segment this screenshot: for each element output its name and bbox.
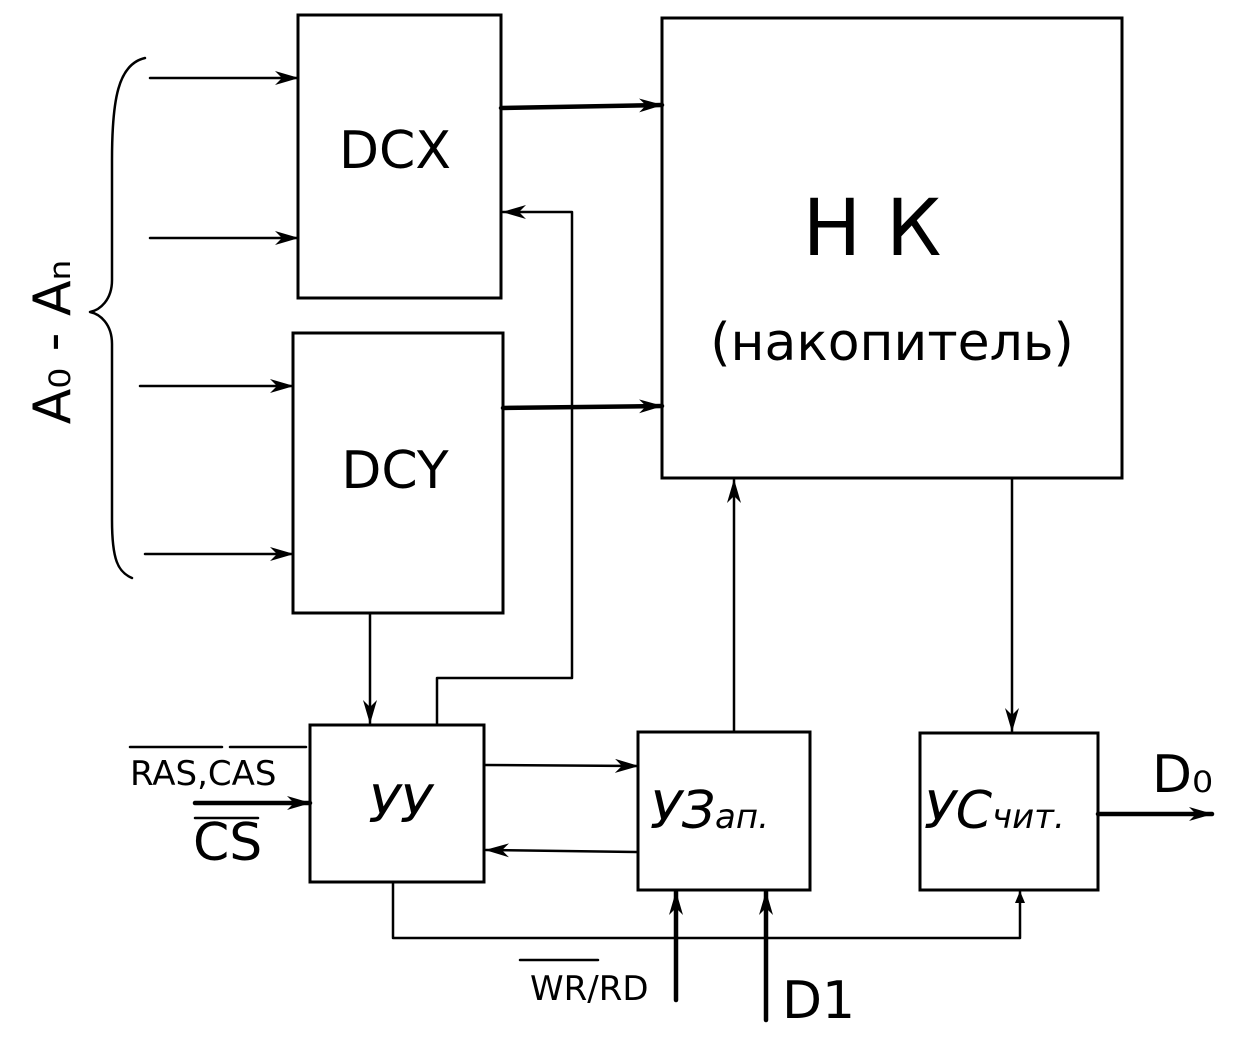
dcy-block: [291, 331, 505, 615]
nk-label: Н К: [803, 184, 942, 274]
uschit-label: УСчит.: [924, 781, 1065, 841]
cs-label: CS: [193, 813, 262, 873]
cas-label: CAS: [208, 754, 277, 794]
uzap-label: УЗап.: [650, 781, 769, 841]
ras-cas-label: RAS,CAS: [130, 754, 277, 794]
uu-to-dcx-line: [435, 205, 574, 727]
uzap-label-suffix: ап.: [715, 797, 769, 837]
wr-label: WR: [530, 969, 587, 1009]
ras-label: RAS: [130, 754, 197, 794]
dcx-label: DCX: [339, 121, 451, 181]
address-brace: [88, 56, 147, 580]
d1-label: D1: [782, 971, 855, 1031]
address-bus-label: A₀ - Aₙ: [23, 260, 83, 425]
rd-label: /RD: [587, 969, 648, 1009]
uu-to-uzap-line: [482, 758, 640, 773]
uzap-to-uu-line: [484, 843, 640, 858]
ras-cas-separator: ,: [197, 754, 208, 794]
uschit-block: [918, 731, 1100, 892]
dcx-block: [296, 13, 503, 300]
dcx-to-nk-line: [498, 98, 665, 113]
uu-to-uschit-line: [391, 880, 1025, 940]
nk-sublabel: (накопитель): [710, 313, 1074, 373]
wr-rd-label: WR/RD: [530, 969, 649, 1009]
dcy-to-nk-line: [500, 399, 665, 414]
uzap-block: [636, 730, 812, 892]
data-out-label: D₀: [1152, 745, 1213, 805]
uu-label: УУ: [368, 775, 435, 835]
uschit-label-main: УС: [924, 781, 993, 841]
uschit-label-suffix: чит.: [992, 797, 1065, 837]
nk-block: [660, 16, 1124, 480]
dcy-label: DCY: [341, 441, 448, 501]
uzap-label-main: УЗ: [650, 781, 715, 841]
